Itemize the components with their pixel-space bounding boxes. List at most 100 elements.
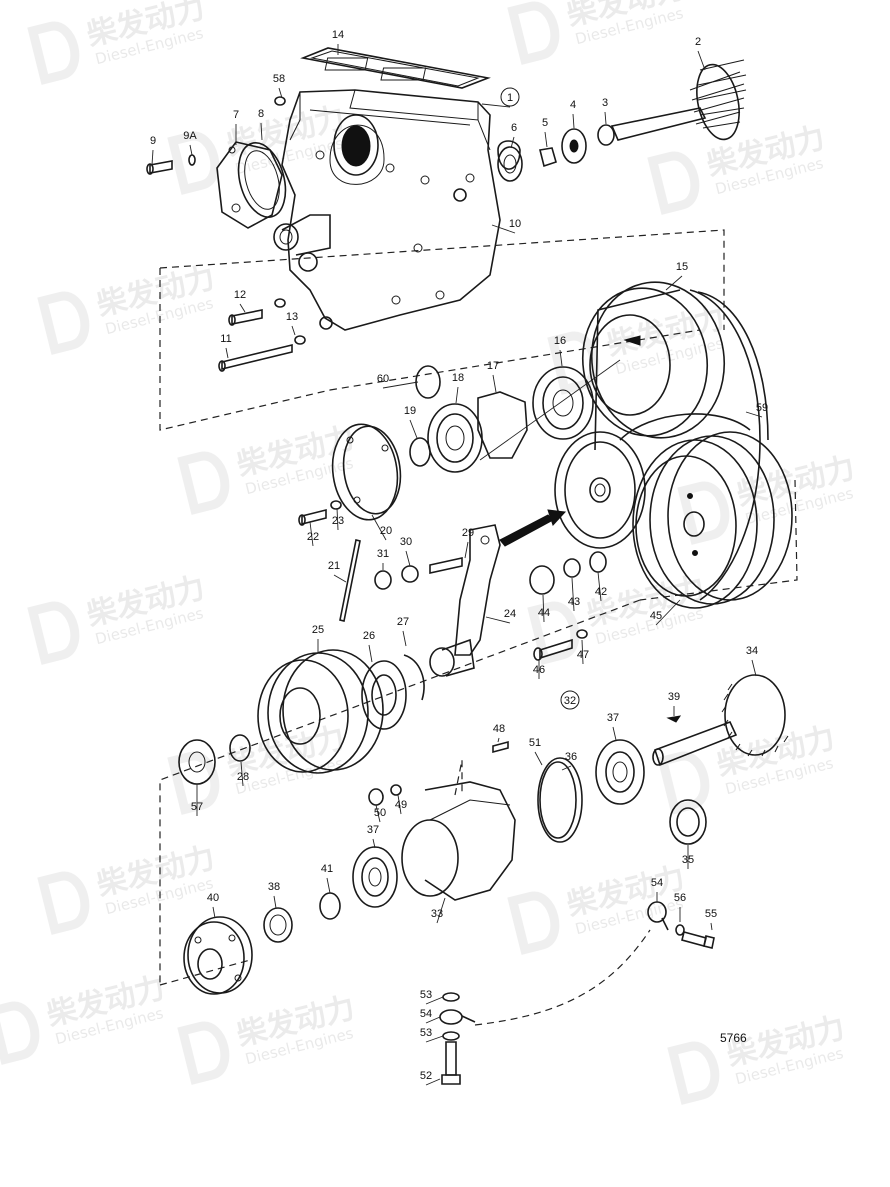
- leader-line-47: [581, 639, 584, 665]
- leader-line-38: [273, 895, 277, 909]
- leader-line-33: [436, 897, 446, 924]
- callout-33: 33: [431, 908, 443, 920]
- leader-line-13: [291, 325, 296, 336]
- watermark-logo: [507, 1, 560, 65]
- callout-21: 21: [328, 560, 340, 572]
- callout-43: 43: [568, 596, 580, 608]
- leader-line-4: [572, 113, 575, 129]
- watermark-logo: [667, 1041, 720, 1105]
- callout-48: 48: [493, 723, 505, 735]
- timing-cover-gasket: [300, 47, 491, 89]
- watermark-logo: [37, 291, 90, 355]
- fan-shaft-assembly: [497, 59, 747, 182]
- leader-line-30: [405, 550, 411, 567]
- leader-line-58: [278, 87, 283, 99]
- callout-47: 47: [577, 649, 589, 661]
- callout-51: 51: [529, 737, 541, 749]
- callout-13: 13: [286, 311, 298, 323]
- leader-line-9A: [189, 144, 193, 156]
- watermark-logo: [177, 1021, 230, 1085]
- callout-32: 32: [564, 695, 576, 707]
- callout-15: 15: [676, 261, 688, 273]
- callout-37: 37: [367, 824, 379, 836]
- leader-line-26: [368, 644, 373, 663]
- leader-line-55: [710, 922, 713, 931]
- callout-23: 23: [332, 515, 344, 527]
- drive-pulley-lower: [632, 431, 793, 609]
- callout-54: 54: [651, 877, 663, 889]
- callout-60: 60: [377, 373, 389, 385]
- leader-line-37: [612, 726, 617, 741]
- callout-11: 11: [220, 333, 231, 345]
- leader-line-54: [425, 1016, 441, 1024]
- drawing-number: 5766: [720, 1031, 747, 1045]
- callout-40: 40: [207, 892, 219, 904]
- leader-line-34: [751, 659, 757, 677]
- callout-31: 31: [377, 548, 389, 560]
- callout-3: 3: [602, 97, 608, 109]
- watermark-logo: [177, 451, 230, 515]
- watermark-logo: [527, 601, 580, 665]
- leader-line-27: [402, 630, 407, 647]
- callout-59: 59: [756, 402, 768, 414]
- leader-line-41: [326, 877, 331, 894]
- leader-line-2: [697, 50, 706, 71]
- leader-lines: [151, 44, 763, 1086]
- callout-circle-32: [560, 690, 580, 710]
- leader-line-28: [240, 761, 244, 787]
- leader-line-51: [534, 751, 543, 766]
- leader-line-17: [492, 374, 497, 393]
- callout-38: 38: [268, 881, 280, 893]
- callout-56: 56: [674, 892, 686, 904]
- callout-8: 8: [258, 108, 264, 120]
- callout-7: 7: [233, 109, 239, 121]
- leader-line-11: [225, 347, 229, 359]
- callout-35: 35: [682, 854, 694, 866]
- watermark-logo: [547, 331, 600, 395]
- callout-19: 19: [404, 405, 416, 417]
- leader-line-1: [481, 103, 511, 108]
- callout-20: 20: [380, 525, 392, 537]
- leader-line-36: [561, 765, 572, 771]
- watermark-logo: [507, 891, 560, 955]
- watermark-logo: [37, 871, 90, 935]
- leader-line-29: [464, 541, 469, 559]
- callout-53: 53: [420, 989, 432, 1001]
- leader-line-60: [382, 381, 419, 389]
- leader-line-53: [425, 996, 444, 1005]
- callout-6: 6: [511, 122, 517, 134]
- callout-36: 36: [565, 751, 577, 763]
- leader-line-53: [425, 1035, 444, 1043]
- leader-line-23: [336, 507, 339, 531]
- callout-2: 2: [695, 36, 701, 48]
- leader-line-50: [375, 804, 381, 823]
- callout-26: 26: [363, 630, 375, 642]
- leader-line-19: [409, 419, 418, 439]
- leader-line-20: [371, 514, 387, 541]
- drive-pulley-upper: [581, 281, 726, 451]
- group-boundaries: [159, 229, 798, 1026]
- leader-line-37: [372, 838, 376, 849]
- end-cap: [183, 916, 253, 995]
- callout-5: 5: [542, 117, 548, 129]
- leader-line-8: [260, 122, 263, 141]
- callout-53: 53: [420, 1027, 432, 1039]
- leader-line-10: [491, 224, 516, 234]
- leader-line-59: [745, 411, 763, 418]
- leader-line-24: [485, 616, 511, 624]
- callout-4: 4: [570, 99, 576, 111]
- timing-gear-housing: [273, 89, 501, 331]
- leader-line-3: [604, 111, 607, 125]
- watermark-logo: [27, 21, 80, 85]
